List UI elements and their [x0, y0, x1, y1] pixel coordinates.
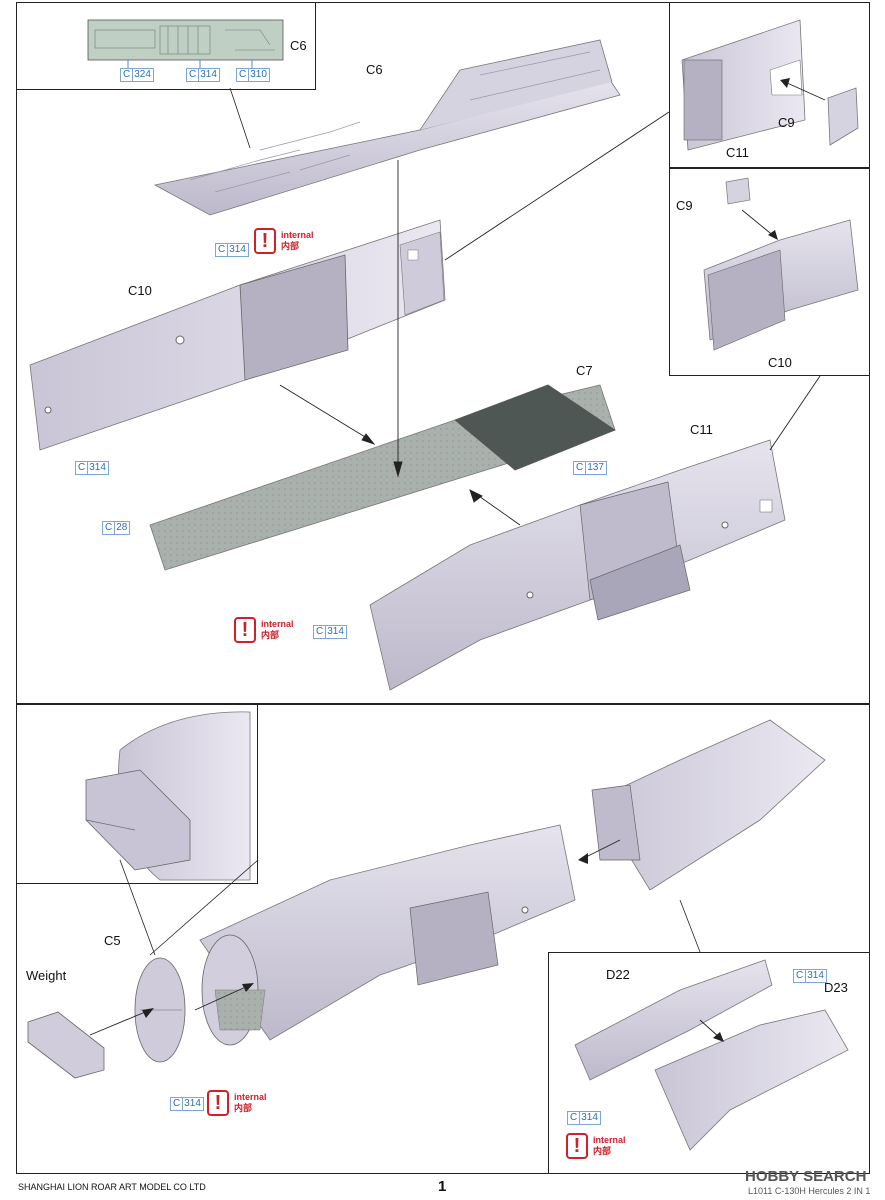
c6-inset-part [87, 19, 284, 149]
footer-company: SHANGHAI LION ROAR ART MODEL CO LTD [18, 1182, 206, 1192]
warning-text-en: internal [593, 1135, 626, 1145]
c7-part [149, 384, 616, 571]
step2-fuselage [199, 824, 576, 1046]
c5-label: C5 [104, 933, 121, 948]
inset-c9-c10-drawing [703, 177, 859, 351]
warning-text-cn: 内部 [261, 630, 280, 640]
c11-top-label: C11 [726, 145, 749, 160]
exclamation-icon: ! [234, 617, 256, 643]
exclamation-icon: ! [566, 1133, 588, 1159]
exclamation-icon: ! [207, 1090, 229, 1116]
c9-mid-label: C9 [676, 198, 693, 213]
c9-top-label: C9 [778, 115, 795, 130]
d23-label: D23 [824, 980, 848, 995]
footer-product: L1011 C-130H Hercules 2 IN 1 [748, 1186, 871, 1196]
c10-label: C10 [128, 283, 152, 298]
c11-part [369, 439, 786, 691]
step2-inset-drawing [85, 711, 251, 881]
warning-text-en: internal [281, 230, 314, 240]
inset-c11-c9-drawing [681, 19, 859, 151]
warning-text-cn: 内部 [593, 1146, 612, 1156]
d22-label: D22 [606, 967, 630, 982]
c6-inset-label: C6 [290, 38, 307, 53]
c10-mid-label: C10 [768, 355, 792, 370]
warning-text-cn: 内部 [234, 1103, 253, 1113]
exclamation-icon: ! [254, 228, 276, 254]
c11-label: C11 [690, 422, 713, 437]
c5-weight-drawing [27, 859, 259, 1079]
c6-part [153, 39, 621, 216]
warning-text-en: internal [261, 619, 294, 629]
watermark: HOBBY SEARCH [745, 1168, 867, 1185]
weight-label: Weight [26, 968, 67, 983]
d22-d23-drawing [574, 899, 849, 1151]
warning-text-cn: 内部 [281, 241, 300, 251]
page-number: 1 [438, 1178, 447, 1195]
c6-label: C6 [366, 62, 383, 77]
c10-part [29, 219, 446, 451]
step2-tail-section [578, 719, 826, 891]
warning-text-en: internal [234, 1092, 267, 1102]
c7-label: C7 [576, 363, 593, 378]
